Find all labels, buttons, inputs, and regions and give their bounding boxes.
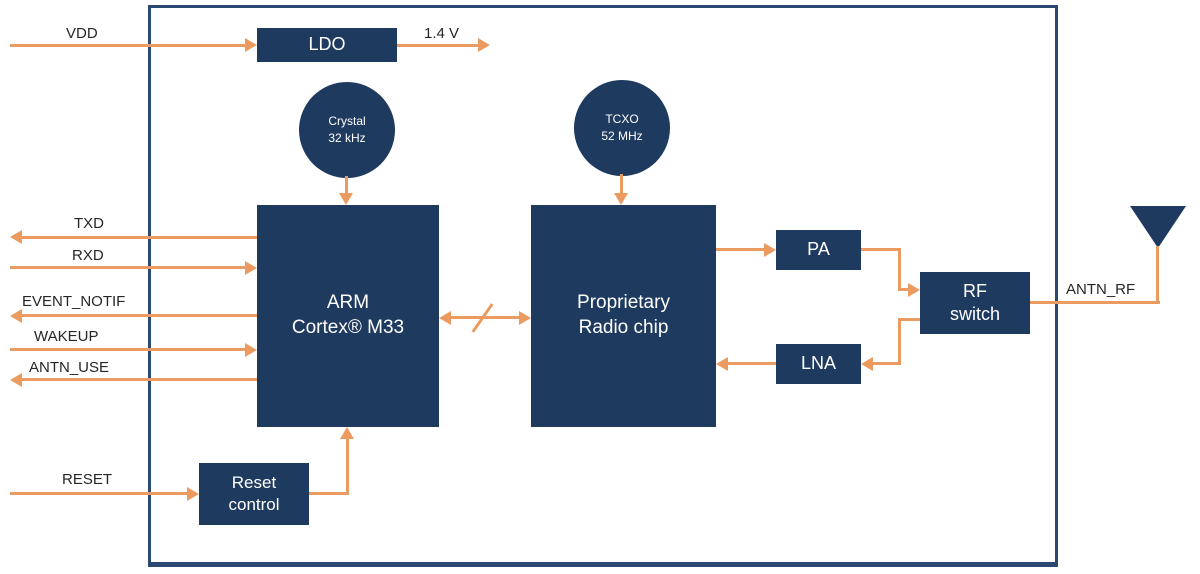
- rfswitch-to-lna-arrowhead: [861, 357, 873, 371]
- tcxo-block: TCXO 52 MHz: [574, 80, 670, 176]
- crystal-label-line2: 32 kHz: [328, 131, 366, 145]
- pa-to-rfswitch-arrowhead: [908, 283, 920, 297]
- event-notif-arrowhead: [10, 309, 22, 323]
- antn-use-arrowhead: [10, 373, 22, 387]
- radio-label-line2: Radio chip: [578, 317, 669, 338]
- txd-label: TXD: [74, 215, 104, 232]
- rf-switch-label-line2: switch: [949, 304, 1000, 324]
- crystal-arrowhead: [339, 193, 353, 205]
- rxd-line: [10, 266, 245, 269]
- txd-arrowhead: [10, 230, 22, 244]
- reset-control-label-line1: Reset: [231, 472, 277, 492]
- arm-label-line1: ARM: [326, 292, 370, 314]
- antn-rf-label: ANTN_RF: [1066, 281, 1136, 298]
- crystal-line: [345, 176, 348, 193]
- antn-use-label: ANTN_USE: [29, 359, 110, 376]
- pa-block: PA: [776, 230, 861, 270]
- wakeup-arrowhead: [245, 343, 257, 357]
- wakeup-label: WAKEUP: [34, 328, 99, 345]
- event-notif-label: EVENT_NOTIF: [22, 293, 126, 310]
- resetctl-to-arm-line-v: [346, 439, 349, 495]
- lna-to-radio-line: [728, 362, 776, 365]
- lna-to-radio-arrowhead: [716, 357, 728, 371]
- radio-to-pa-line: [716, 248, 764, 251]
- rfswitch-to-lna-line-v: [898, 318, 901, 365]
- arm-cortex-block: ARM Cortex® M33: [257, 205, 439, 427]
- rfswitch-to-antenna-line: [1030, 301, 1160, 304]
- crystal-block: Crystal 32 kHz: [299, 82, 395, 178]
- reset-label: RESET: [62, 471, 113, 488]
- radio-label-line1: Proprietary: [577, 292, 670, 314]
- radio-to-pa-arrowhead: [764, 243, 776, 257]
- pa-to-rfswitch-line-h2: [898, 288, 908, 291]
- pa-to-rfswitch-line-h1: [861, 248, 901, 251]
- bus-arrowhead-right: [519, 311, 531, 325]
- vdd-arrowhead: [245, 38, 257, 52]
- lna-label: LNA: [800, 353, 836, 374]
- vdd-label: VDD: [66, 25, 98, 42]
- reset-control-block: Reset control: [199, 463, 309, 525]
- antenna-icon: [1130, 206, 1186, 248]
- reset-arrowhead: [187, 487, 199, 501]
- rfswitch-to-lna-line-h2: [873, 362, 901, 365]
- ldo-out-arrowhead: [478, 38, 490, 52]
- pa-label: PA: [807, 239, 830, 260]
- bus-line: [451, 316, 519, 319]
- antenna-feed-line: [1156, 246, 1159, 304]
- rf-switch-block: RF switch: [920, 272, 1030, 334]
- rf-switch-label-line1: RF: [963, 280, 987, 301]
- rxd-arrowhead: [245, 261, 257, 275]
- antn-use-line: [22, 378, 257, 381]
- resetctl-to-arm-line-h: [309, 492, 349, 495]
- txd-line: [22, 236, 257, 239]
- arm-label-line2: Cortex® M33: [291, 317, 405, 338]
- resetctl-to-arm-arrowhead: [340, 427, 354, 439]
- lna-block: LNA: [776, 344, 861, 384]
- reset-line: [10, 492, 187, 495]
- vdd-line: [10, 44, 245, 47]
- tcxo-label-line1: TCXO: [605, 111, 639, 126]
- ldo-out-label: 1.4 V: [424, 25, 460, 42]
- pa-to-rfswitch-line-v: [898, 248, 901, 290]
- tcxo-line: [620, 174, 623, 193]
- tcxo-label-line2: 52 MHz: [601, 129, 643, 143]
- ldo-block: LDO: [257, 28, 397, 62]
- tcxo-arrowhead: [614, 193, 628, 205]
- reset-control-label-line2: control: [228, 495, 280, 514]
- radio-chip-block: Proprietary Radio chip: [531, 205, 716, 427]
- ldo-label: LDO: [308, 34, 346, 55]
- event-notif-line: [22, 314, 257, 317]
- rxd-label: RXD: [72, 247, 104, 264]
- wakeup-line: [10, 348, 245, 351]
- rfswitch-to-lna-line-h1: [901, 318, 920, 321]
- bus-arrowhead-left: [439, 311, 451, 325]
- ldo-out-line: [397, 44, 478, 47]
- crystal-label-line1: Crystal: [328, 113, 366, 128]
